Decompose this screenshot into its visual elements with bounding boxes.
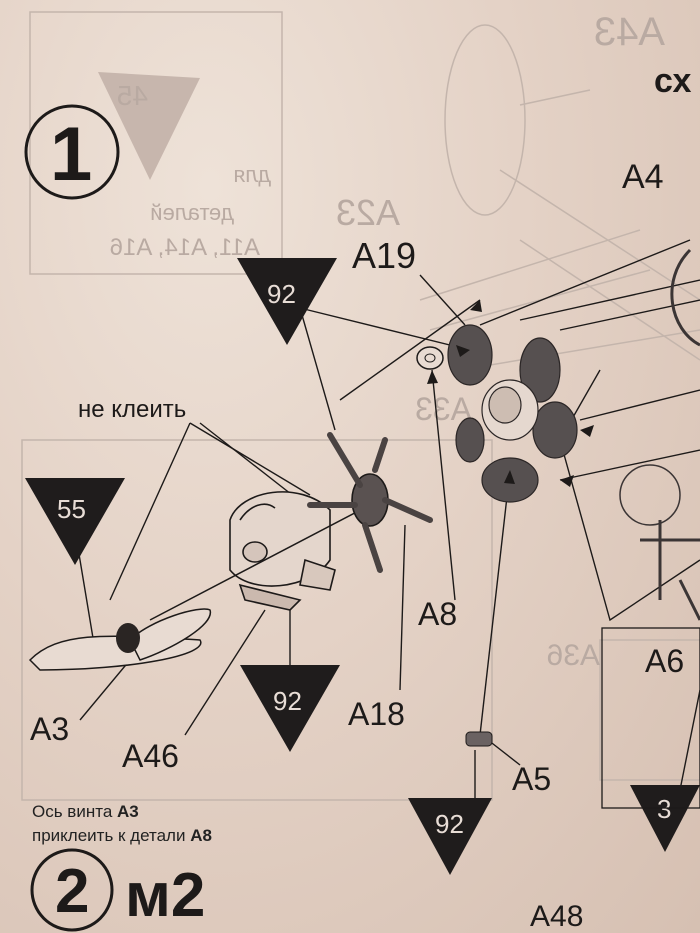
badge-value: 92 — [273, 686, 302, 716]
ghost-frame — [29, 11, 283, 275]
ghost-part: A36 — [547, 639, 600, 672]
paint-badge-92-mid: 92 — [240, 665, 340, 752]
note-line-1: Ось винта A3 — [32, 800, 212, 824]
leader-lines — [74, 239, 700, 805]
note-part: A3 — [117, 802, 139, 821]
header-partial: сх — [654, 62, 691, 100]
label-a46: A46 — [122, 738, 179, 774]
crankcase-a18 — [307, 432, 433, 573]
badge-value: 92 — [435, 809, 464, 839]
note-line-2: приклеить к детали A8 — [32, 824, 212, 848]
paint-badge-92-bottom: 92 — [408, 798, 492, 875]
engine-cylinders-a19 — [447, 324, 578, 503]
landing-gear-partial — [619, 248, 700, 621]
label-a18: A18 — [348, 696, 405, 732]
label-a19: A19 — [352, 235, 416, 276]
label-a3: A3 — [30, 711, 69, 747]
paint-badge-92-top: 92 — [237, 258, 337, 345]
assembly-note: Ось винта A3 приклеить к детали A8 — [32, 800, 212, 848]
ghost-badge — [98, 72, 200, 180]
label-a48: A48 — [530, 900, 583, 933]
ghost-line: деталей — [150, 200, 234, 225]
label-a8: A8 — [418, 596, 457, 632]
ghost-part: A43 — [594, 10, 665, 54]
ghost-line: A11, A14, A16 — [110, 234, 260, 261]
step-number: 1 — [50, 112, 92, 197]
part-a5 — [465, 731, 493, 747]
note-text: приклеить к детали — [32, 826, 191, 845]
label-a6: A6 — [645, 643, 684, 679]
paint-badge-55: 55 — [25, 478, 125, 565]
next-step-number: 2 — [55, 857, 89, 926]
note-part: A8 — [190, 826, 212, 845]
badge-value: 55 — [57, 494, 86, 524]
label-a5: A5 — [512, 761, 551, 797]
step-circle — [24, 104, 120, 200]
paint-badge-3: 3 — [630, 785, 700, 852]
next-step-circle — [30, 848, 114, 932]
ghost-tail — [444, 24, 526, 216]
ghost-part: A23 — [336, 192, 400, 233]
next-step-suffix: м2 — [125, 861, 205, 930]
ghost-badge-text: 45 — [117, 80, 148, 111]
ghost-line: для — [233, 162, 271, 187]
engine-mount-a46 — [229, 491, 336, 611]
washer-a8 — [416, 346, 444, 370]
detail-box-a6 — [601, 627, 700, 809]
ghost-box — [21, 439, 493, 801]
note-text: Ось винта — [32, 802, 117, 821]
propeller-a3 — [28, 608, 211, 671]
badge-value: 92 — [267, 279, 296, 309]
propeller-axis — [149, 504, 371, 621]
exploded-arrows — [427, 300, 594, 487]
badge-value: 3 — [657, 794, 671, 824]
label-do-not-glue: не клеить — [78, 396, 186, 423]
label-a4: A4 — [622, 158, 664, 196]
